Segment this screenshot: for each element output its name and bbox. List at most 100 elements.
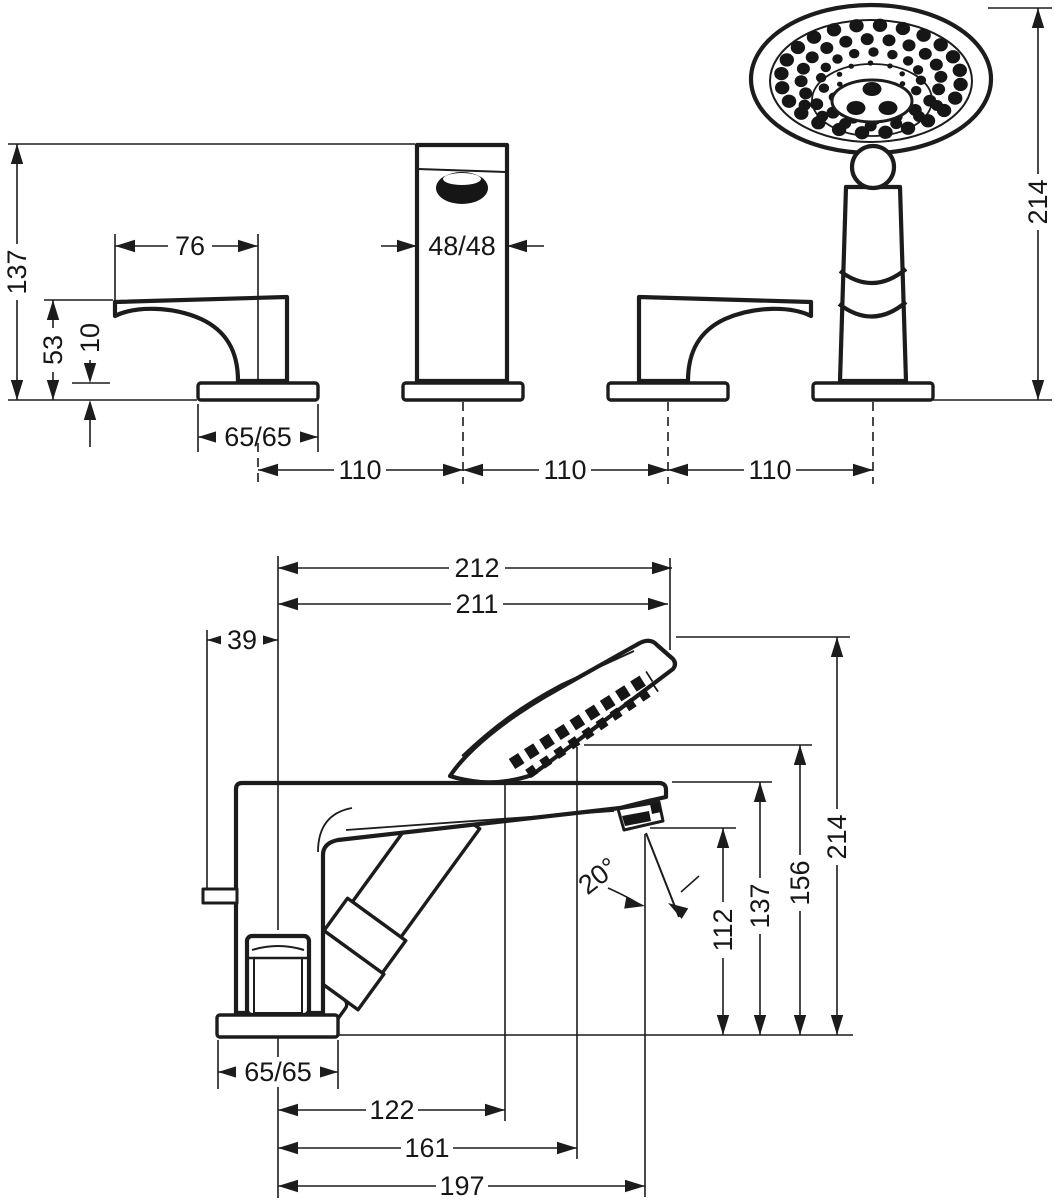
nozzle-dot	[953, 77, 968, 92]
nozzle-dot	[945, 50, 961, 64]
nozzle-dot	[915, 75, 927, 86]
dim-label-reach-body: 211	[455, 589, 498, 619]
dim-label-hole-pitch-3: 110	[748, 455, 791, 485]
diverter-tab	[201, 887, 239, 905]
nozzle-dot	[900, 121, 916, 135]
nozzle-dot	[818, 83, 830, 93]
dim-side-tip-reach: 197	[278, 834, 646, 1200]
dim-label-front-shower-height: 214	[1023, 179, 1053, 224]
dim-label-reach-overall: 212	[454, 553, 499, 583]
dim-label-outlet-height: 112	[708, 908, 738, 951]
nozzle-dot	[849, 19, 864, 33]
nozzle-dot	[839, 35, 853, 48]
nozzle-dot	[912, 65, 924, 75]
nozzle-dot	[931, 99, 943, 112]
dim-front-rosette-height: 10	[72, 316, 110, 447]
dim-side-reach-body: 211	[278, 589, 668, 619]
dim-label-spray-angle: 20°	[573, 852, 624, 901]
nozzle-dot	[878, 125, 893, 139]
shower-face-nozzles-2	[525, 682, 659, 779]
dim-label-rear-offset: 39	[227, 625, 257, 655]
dim-label-hole-pitch-1: 110	[338, 455, 381, 485]
nozzle-dot	[849, 48, 860, 59]
nozzle-dot	[887, 63, 893, 69]
dim-label-body-height: 137	[745, 883, 775, 928]
nozzle-dot	[934, 70, 948, 83]
nozzle-dot	[775, 81, 790, 95]
dim-label-spray-height: 156	[785, 860, 815, 905]
handle-cup-inner	[253, 957, 303, 1014]
nozzle-dot	[860, 33, 874, 46]
aerator-insert	[622, 811, 651, 826]
nozzle-dot	[810, 98, 824, 111]
nozzle-dot	[781, 94, 797, 108]
escutcheon-right	[606, 381, 730, 402]
nozzle-dot	[913, 110, 926, 123]
nozzle-dot	[899, 71, 905, 77]
nozzle-dot	[895, 21, 911, 36]
handle-right-front	[606, 294, 814, 402]
dim-label-front-rosette-height: 10	[75, 323, 105, 353]
nozzle-dot	[872, 18, 888, 32]
dim-label-front-lever-reach: 76	[175, 231, 205, 261]
spout-front	[401, 142, 525, 402]
dim-side-body-height: 137	[672, 781, 775, 1035]
dim-front-lever-reach: 76	[114, 231, 259, 381]
shower-nozzle-dots	[774, 18, 968, 140]
nozzle-dot	[882, 34, 896, 47]
nozzle-dot	[796, 62, 810, 75]
center-jet-3	[862, 82, 882, 96]
nozzle-dot	[806, 30, 822, 44]
lever-right	[636, 294, 814, 384]
dim-label-tip-reach: 197	[439, 1171, 484, 1200]
handle-cup-arc	[251, 945, 305, 951]
spout-opening-highlight	[443, 173, 481, 185]
dim-side-spray-reach: 161	[278, 747, 578, 1163]
dim-label-front-spout-section: 48/48	[428, 231, 496, 261]
dim-front-spout-section: 48/48	[381, 231, 544, 261]
aerator-cap	[650, 802, 661, 814]
shower-head-side-outline	[447, 638, 678, 785]
dim-side-rosette-section: 65/65	[217, 1038, 339, 1198]
dim-front-lever-height: 53	[38, 299, 113, 400]
nozzle-dot	[948, 91, 963, 105]
dim-label-front-lever-height: 53	[38, 335, 68, 365]
escutcheon-shower	[811, 381, 935, 402]
center-jet-1	[846, 101, 866, 115]
nozzle-dot	[826, 23, 842, 37]
dim-label-spray-reach: 161	[404, 1133, 449, 1163]
dim-front-total-height: 137	[2, 143, 415, 401]
nozzle-dot	[820, 62, 831, 73]
dim-label-hole-pitch-2: 110	[543, 455, 586, 485]
nozzle-dot	[929, 58, 943, 71]
dim-side-spray-angle: 20°	[573, 832, 700, 919]
nozzle-dot	[867, 60, 874, 66]
escutcheon-side	[215, 1013, 340, 1039]
dim-label-outlet-reach: 122	[369, 1095, 414, 1125]
dim-label-side-rosette-section: 65/65	[244, 1057, 312, 1087]
shower-head-side-rim	[461, 650, 635, 757]
dim-front-shower-height: 214	[933, 7, 1053, 401]
nozzle-dot	[837, 81, 843, 87]
nozzle-dot	[902, 39, 916, 52]
nozzle-dot	[890, 118, 903, 130]
dim-side-outlet-reach: 122	[278, 782, 506, 1125]
nozzle-dot	[952, 63, 967, 77]
nozzle-dot	[932, 83, 946, 96]
dim-side-reach-overall: 212	[277, 553, 672, 930]
shower-handle-band-2	[837, 300, 908, 319]
lever-left	[112, 294, 290, 384]
front-dimensions: 137 53 10	[2, 7, 1053, 485]
spout-underside-edge	[345, 810, 615, 831]
shower-face-nozzles-1	[508, 670, 654, 770]
valve-side	[215, 933, 340, 1039]
nozzle-dot	[832, 54, 843, 64]
dim-label-front-total-height: 137	[2, 249, 32, 294]
nozzle-dot	[911, 85, 922, 96]
nozzle-dot	[779, 53, 794, 67]
nozzle-dot	[816, 110, 829, 122]
nozzle-dot	[798, 99, 811, 111]
nozzle-dot	[933, 38, 948, 52]
side-elevation: 212 211 39	[201, 553, 853, 1200]
